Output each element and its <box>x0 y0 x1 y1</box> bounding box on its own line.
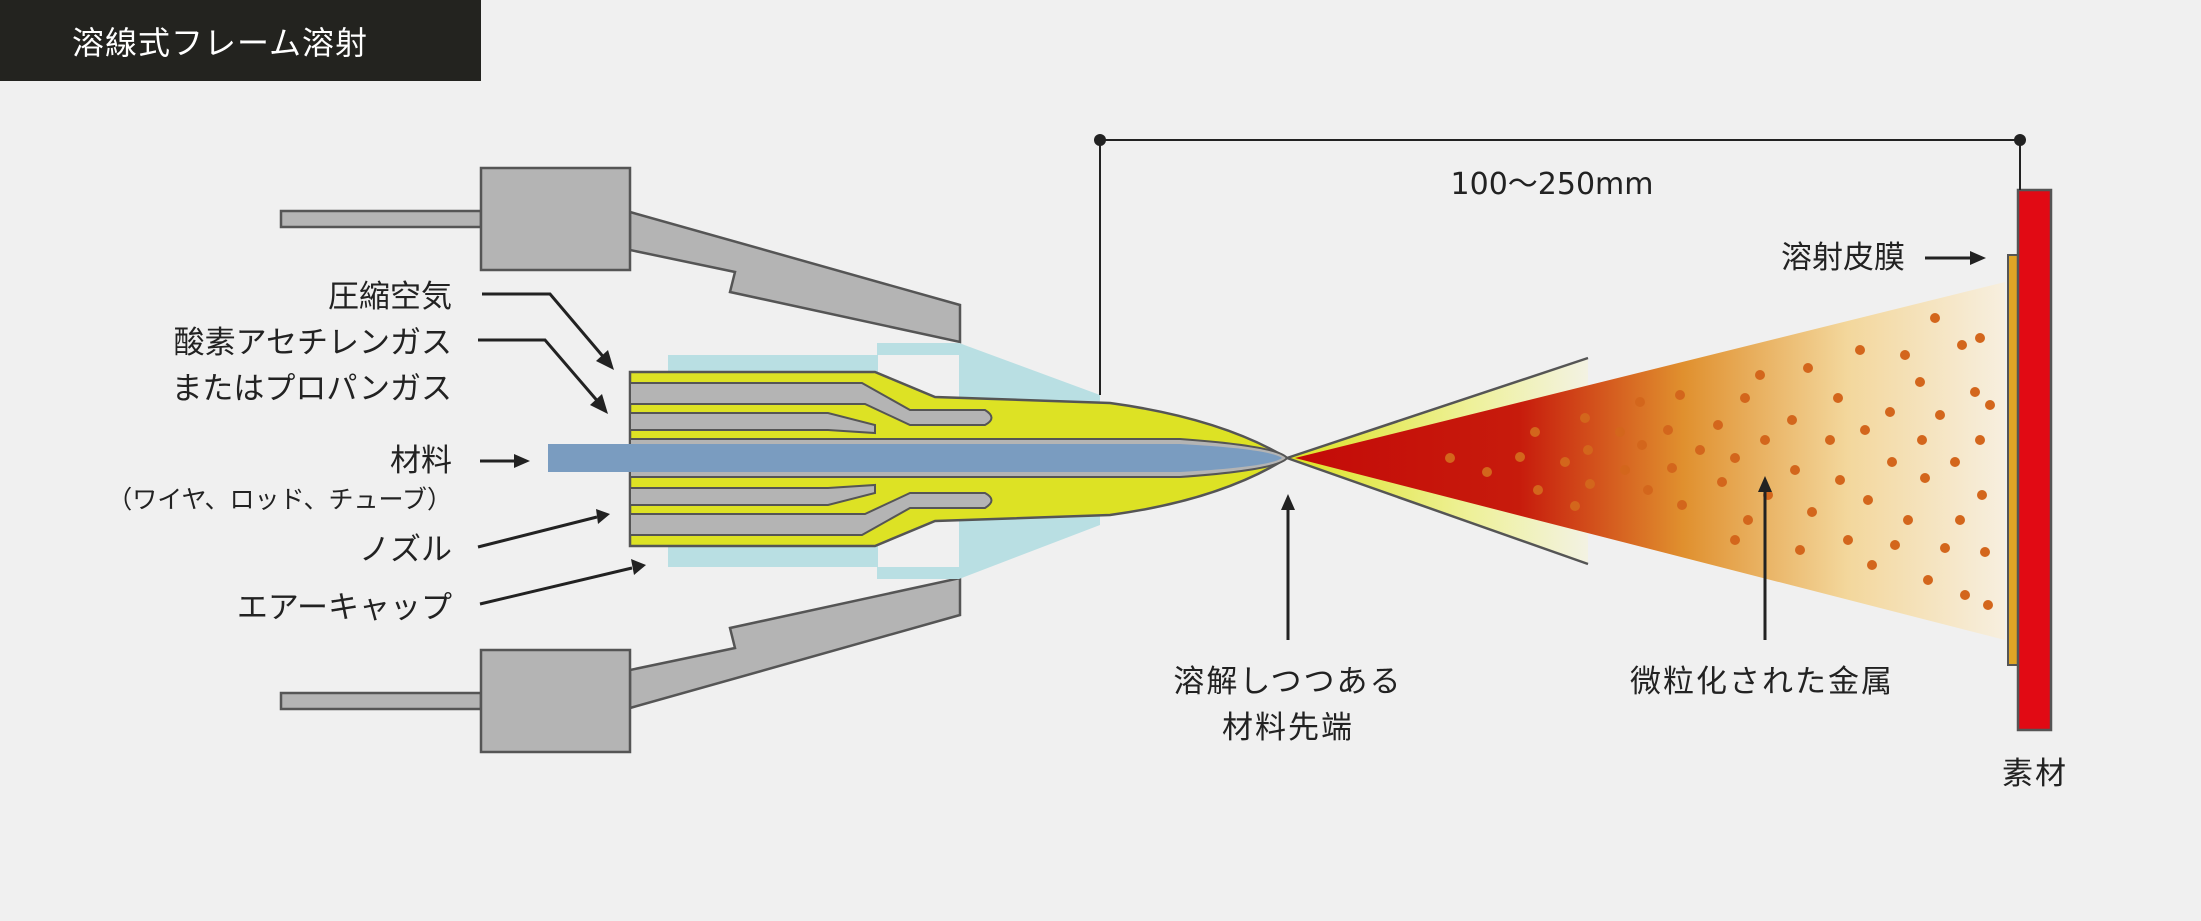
label-sprayed-coating: 溶射皮膜 <box>1781 240 1905 276</box>
label-substrate: 素材 <box>2002 756 2068 792</box>
substrate <box>2016 188 2053 732</box>
page-title: 溶線式フレーム溶射 <box>0 0 481 81</box>
label-or-propane-gas: またはプロパンガス <box>171 371 452 407</box>
material-wire <box>548 438 1289 478</box>
leader-lines <box>477 251 1986 640</box>
label-air-cap: エアーキャップ <box>237 590 452 626</box>
label-material: 材料 <box>390 443 452 479</box>
label-nozzle: ノズル <box>359 532 452 568</box>
label-atomized-metal: 微粒化された金属 <box>1630 664 1894 700</box>
atomized-metal-particles <box>1445 313 1995 610</box>
sprayed-coating <box>2007 254 2019 666</box>
label-melting-tip-line2: 材料先端 <box>1222 710 1354 746</box>
label-oxy-acetylene-gas: 酸素アセチレンガス <box>174 325 452 361</box>
gas-channels <box>629 382 993 536</box>
spray-plume <box>1295 282 2005 640</box>
distance-label: 100〜250mm <box>1451 167 1654 202</box>
label-compressed-air: 圧縮空気 <box>328 279 452 315</box>
distance-dimension <box>1094 134 2026 395</box>
upper-housing <box>279 166 962 344</box>
label-melting-tip-line1: 溶解しつつある <box>1173 664 1402 700</box>
lower-housing <box>279 576 962 754</box>
label-material-types: （ワイヤ、ロッド、チューブ） <box>107 485 452 514</box>
